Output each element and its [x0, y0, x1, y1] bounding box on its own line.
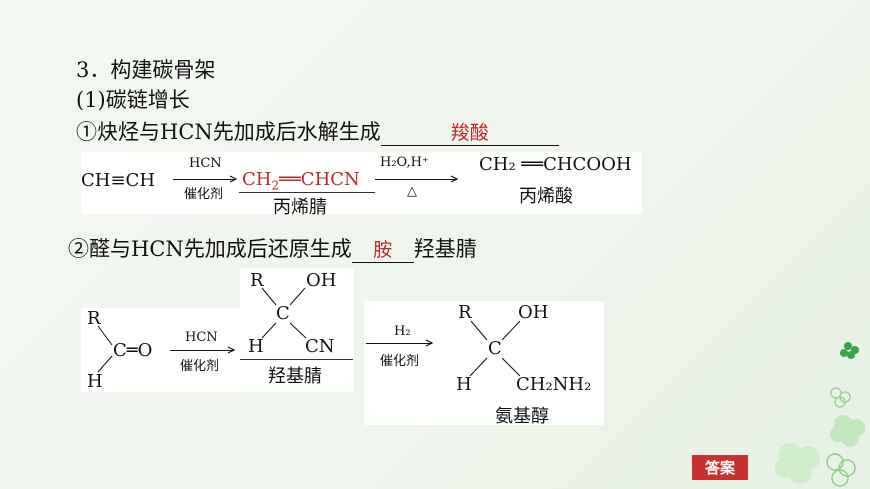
r1-arrow2-heat: △ — [407, 184, 417, 199]
item-1-text: ①炔烃与HCN先加成后水解生成 — [76, 120, 381, 144]
acrylic-acid-name: 丙烯酸 — [519, 186, 573, 207]
aminoalcohol-ch2nh2: CH₂NH₂ — [516, 374, 592, 395]
aminoalcohol-r: R — [458, 302, 472, 323]
acrylonitrile-name: 丙烯腈 — [273, 197, 327, 218]
r1-arrow2-reagent: H₂O,H⁺ — [380, 155, 429, 170]
acrylonitrile: CH2══CHCN — [242, 169, 360, 193]
aldehyde-co: C═O — [113, 340, 153, 361]
r2-arrow1-catalyst: 催化剂 — [180, 359, 220, 374]
r2-arrow2-line — [366, 343, 432, 345]
aminoalcohol-c: C — [488, 338, 502, 359]
r2-arrow2-reagent: H₂ — [394, 324, 411, 339]
item-2-answer: 胺 — [373, 239, 393, 261]
r2-mid-underline — [240, 359, 353, 361]
item-2-text-after: 羟基腈 — [413, 237, 477, 261]
item-1: ①炔烃与HCN先加成后水解生成 羧酸 — [76, 116, 559, 146]
item-1-answer: 羧酸 — [450, 122, 489, 144]
hydroxynitrile-name: 羟基腈 — [268, 366, 322, 387]
aminoalcohol-name: 氨基醇 — [495, 406, 549, 427]
item-2: ②醛与HCN先加成后还原生成胺羟基腈 — [68, 233, 477, 263]
item-2-blank: 胺 — [351, 235, 414, 263]
aldehyde-h: H — [87, 371, 103, 392]
answer-button[interactable]: 答案 — [692, 455, 748, 480]
r1-arrow1-reagent: HCN — [189, 156, 222, 171]
r1-arrow1-line — [173, 179, 235, 181]
aminoalcohol-h: H — [456, 374, 472, 395]
aldehyde-r: R — [87, 308, 101, 329]
hydroxynitrile-r: R — [250, 270, 264, 291]
item-2-text: ②醛与HCN先加成后还原生成 — [68, 237, 352, 261]
r1-arrow2-line — [375, 179, 457, 181]
acrylic-acid: CH₂ ══CHCOOH — [479, 154, 632, 175]
r2-arrow1-line — [170, 350, 234, 352]
acetylene: CH≡CH — [81, 170, 156, 191]
hydroxynitrile-c: C — [276, 303, 290, 324]
r1-arrow1-catalyst: 催化剂 — [184, 187, 224, 202]
r1-mid-underline — [239, 192, 375, 194]
hydroxynitrile-h: H — [248, 336, 264, 357]
reaction-1-panel: CH≡CH HCN 催化剂 CH2══CHCN 丙烯腈 H₂O,H⁺ △ CH₂… — [81, 152, 642, 218]
section-heading: 3．构建碳骨架 — [76, 58, 216, 82]
item-1-blank: 羧酸 — [380, 118, 559, 146]
r2-arrow1-reagent: HCN — [185, 330, 218, 345]
subheading: (1)碳链增长 — [76, 88, 190, 112]
aminoalcohol-oh: OH — [518, 302, 549, 323]
hydroxynitrile-cn: CN — [305, 336, 335, 357]
hydroxynitrile-oh: OH — [306, 270, 337, 291]
r2-arrow2-catalyst: 催化剂 — [380, 354, 420, 369]
